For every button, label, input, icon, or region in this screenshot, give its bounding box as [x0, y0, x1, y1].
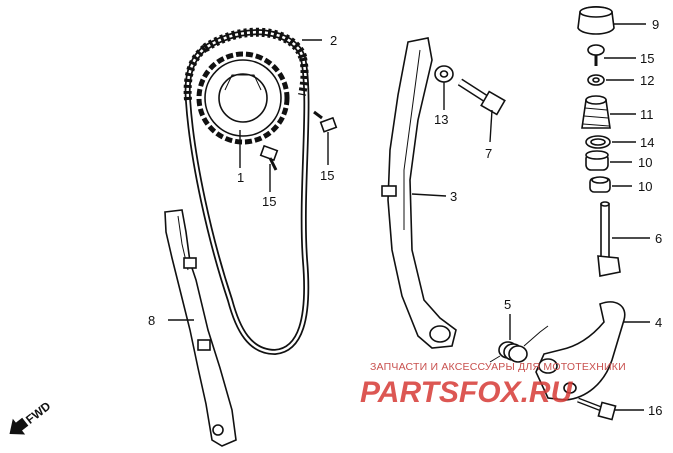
callout-9: 9 — [652, 17, 659, 32]
callout-2: 2 — [330, 33, 337, 48]
tensioner-cap-9 — [577, 5, 615, 35]
callout-7: 7 — [485, 146, 492, 161]
washer-12 — [587, 74, 605, 86]
tensioner-arm — [381, 37, 457, 349]
rubber-10-upper — [585, 150, 609, 171]
callout-5: 5 — [504, 297, 511, 312]
tensioner-lever-4 — [535, 301, 626, 401]
fwd-arrow-icon — [9, 417, 29, 435]
callout-14: 14 — [640, 135, 654, 150]
bolt-16 — [577, 397, 617, 421]
callout-6: 6 — [655, 231, 662, 246]
leader-lines — [168, 23, 650, 411]
bolt-15-left — [259, 144, 279, 171]
bolt-15-top — [587, 44, 605, 66]
callout-15-top: 15 — [640, 51, 654, 66]
callout-4: 4 — [655, 315, 662, 330]
cam-sprocket — [196, 51, 290, 145]
o-ring-14 — [585, 135, 611, 149]
callout-11: 11 — [640, 107, 654, 122]
washer-13 — [434, 65, 454, 83]
callout-10-lower: 10 — [638, 179, 652, 194]
spring-5 — [489, 325, 549, 363]
bolt-15-right — [313, 110, 338, 133]
callout-12: 12 — [640, 73, 654, 88]
watermark-caption: ЗАПЧАСТИ И АКСЕССУАРЫ ДЛЯ МОТОТЕХНИКИ — [370, 361, 626, 373]
fwd-label: FWD — [23, 399, 53, 427]
callout-labels: 1 2 3 4 5 6 7 8 9 10 10 11 12 13 14 15 1… — [148, 17, 662, 418]
cam-chain-guide — [164, 209, 237, 447]
rubber-10-lower — [589, 176, 611, 193]
watermark: ЗАПЧАСТИ И АКСЕССУАРЫ ДЛЯ МОТОТЕХНИКИ PA… — [360, 361, 626, 409]
push-rod-6 — [597, 201, 621, 277]
callout-3: 3 — [450, 189, 457, 204]
callout-10-upper: 10 — [638, 155, 652, 170]
cam-chain — [183, 27, 310, 356]
callout-15-left: 15 — [262, 194, 276, 209]
spring-11 — [581, 95, 611, 129]
pivot-bolt-7 — [457, 78, 506, 116]
callout-15-right: 15 — [320, 168, 334, 183]
fwd-indicator: FWD — [9, 399, 54, 435]
callout-8: 8 — [148, 313, 155, 328]
callout-13: 13 — [434, 112, 448, 127]
callout-1: 1 — [237, 170, 244, 185]
watermark-logo: PARTSFOX.RU — [360, 376, 574, 409]
callout-16: 16 — [648, 403, 662, 418]
